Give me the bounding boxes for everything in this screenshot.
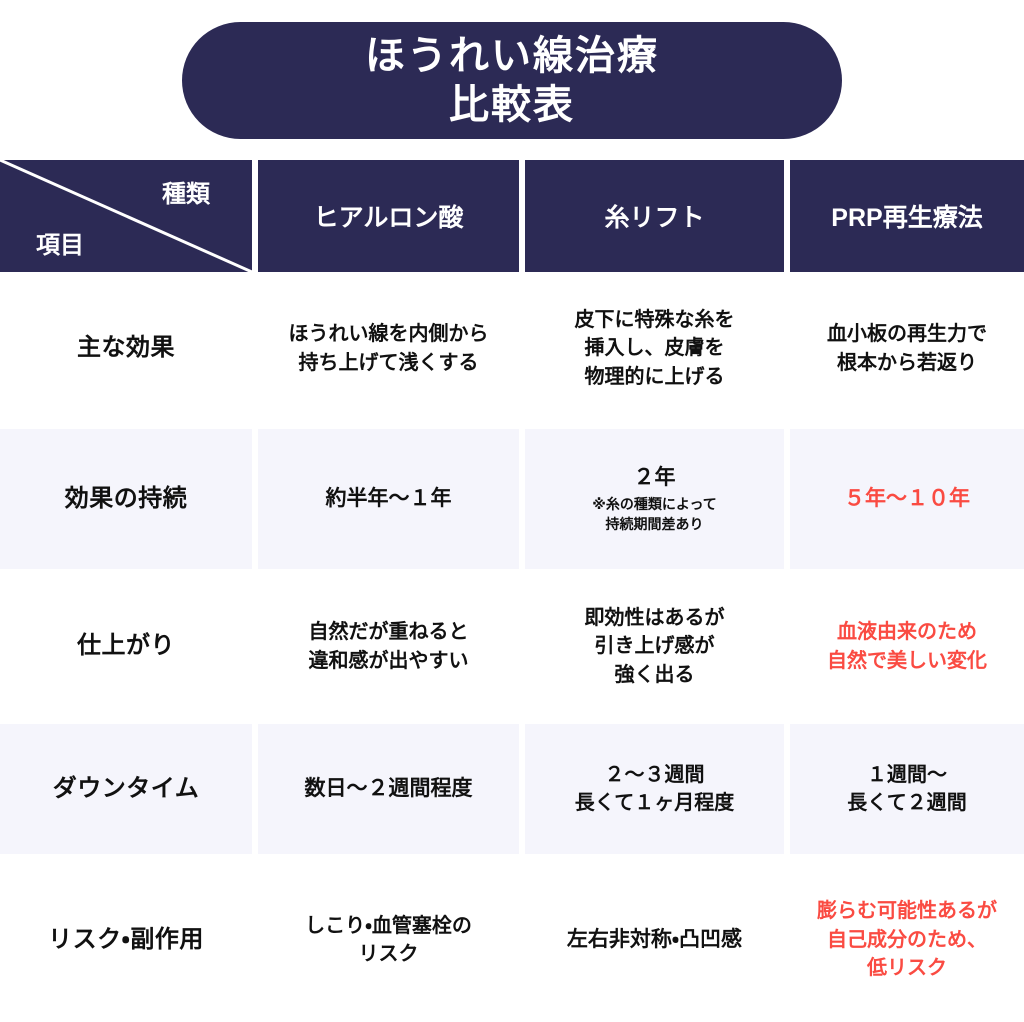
comparison-table: 種類 項目 ヒアルロン酸 糸リフト PRP再生療法 主な効果ほうれい線を内側から… — [0, 160, 1024, 1022]
cell-r5-c3: 膨らむ可能性あるが自己成分のため、低リスク — [790, 858, 1024, 1022]
cell-r2-c2: ２年 ※糸の種類によって持続期間差あり — [525, 429, 790, 573]
header-col-prp: PRP再生療法 — [790, 160, 1024, 272]
cell-r1-c2: 皮下に特殊な糸を挿入し、皮膚を物理的に上げる — [525, 272, 790, 429]
cell-r2-c3: ５年〜１０年 — [790, 429, 1024, 573]
cell-r4-c2: ２〜３週間長くて１ヶ月程度 — [525, 724, 790, 858]
table-row: リスク・副作用しこり・血管塞栓のリスク 左右非対称・凸凹感 膨らむ可能性あるが自己成… — [0, 858, 1024, 1022]
cell-r4-c1: 数日〜２週間程度 — [258, 724, 525, 858]
cell-r3-c1: 自然だが重ねると違和感が出やすい — [258, 573, 525, 724]
cell-text: 皮下に特殊な糸を挿入し、皮膚を物理的に上げる — [574, 308, 735, 388]
cell-text: 膨らむ可能性あるが自己成分のため、低リスク — [817, 900, 997, 980]
title-pill: ほうれい線治療 比較表 — [182, 22, 842, 139]
cell-text: 自然だが重ねると違和感が出やすい — [308, 621, 469, 672]
row-label-2: 効果の持続 — [0, 429, 258, 573]
cell-text: 左右非対称・凸凹感 — [566, 928, 743, 952]
table-body: 主な効果ほうれい線を内側から持ち上げて浅くする 皮下に特殊な糸を挿入し、皮膚を物理… — [0, 272, 1024, 1022]
cell-r1-c1: ほうれい線を内側から持ち上げて浅くする — [258, 272, 525, 429]
cell-r5-c2: 左右非対称・凸凹感 — [525, 858, 790, 1022]
row-label-5: リスク・副作用 — [0, 858, 258, 1022]
table-row: 仕上がり自然だが重ねると違和感が出やすい 即効性はあるが引き上げ感が強く出る 血液由… — [0, 573, 1024, 724]
cell-text: ２年 — [633, 466, 676, 490]
header-col-thread-lift: 糸リフト — [525, 160, 790, 272]
row-label-4: ダウンタイム — [0, 724, 258, 858]
cell-text: ５年〜１０年 — [844, 487, 970, 511]
cell-r3-c3: 血液由来のため自然で美しい変化 — [790, 573, 1024, 724]
table-row: ダウンタイム 数日〜２週間程度 ２〜３週間長くて１ヶ月程度 １週間〜長くて２週間 — [0, 724, 1024, 858]
header-row: 種類 項目 ヒアルロン酸 糸リフト PRP再生療法 — [0, 160, 1024, 272]
cell-r1-c3: 血小板の再生力で根本から若返り — [790, 272, 1024, 429]
row-label-3: 仕上がり — [0, 573, 258, 724]
cell-note: ※糸の種類によって持続期間差あり — [592, 496, 717, 532]
row-label-1: 主な効果 — [0, 272, 258, 429]
cell-text: 血小板の再生力で根本から若返り — [827, 323, 987, 374]
title-line-1: ほうれい線治療 — [365, 33, 659, 78]
cell-text: 数日〜２週間程度 — [304, 777, 473, 801]
header-item-label: 項目 — [36, 232, 84, 259]
cell-r3-c2: 即効性はあるが引き上げ感が強く出る — [525, 573, 790, 724]
cell-text: しこり・血管塞栓のリスク — [305, 914, 472, 965]
cell-text: ２〜３週間長くて１ヶ月程度 — [574, 763, 735, 814]
table-header: 種類 項目 ヒアルロン酸 糸リフト PRP再生療法 — [0, 160, 1024, 272]
cell-text: 約半年〜１年 — [325, 487, 452, 511]
cell-r5-c1: しこり・血管塞栓のリスク — [258, 858, 525, 1022]
corner-diagonal-wrap — [0, 160, 252, 272]
table-row: 効果の持続 約半年〜１年 ２年 ※糸の種類によって持続期間差あり ５年〜１０年 — [0, 429, 1024, 573]
cell-text: １週間〜長くて２週間 — [847, 763, 967, 814]
cell-text: 即効性はあるが引き上げ感が強く出る — [584, 606, 725, 686]
title-line-2: 比較表 — [449, 82, 575, 127]
cell-r4-c3: １週間〜長くて２週間 — [790, 724, 1024, 858]
header-corner-cell: 種類 項目 — [0, 160, 258, 272]
cell-text: ほうれい線を内側から持ち上げて浅くする — [288, 323, 489, 374]
diagonal-divider-icon — [0, 160, 252, 272]
table-row: 主な効果ほうれい線を内側から持ち上げて浅くする 皮下に特殊な糸を挿入し、皮膚を物理… — [0, 272, 1024, 429]
cell-r2-c1: 約半年〜１年 — [258, 429, 525, 573]
title-banner: ほうれい線治療 比較表 — [0, 0, 1024, 160]
cell-text: 血液由来のため自然で美しい変化 — [827, 621, 987, 672]
header-col-hyaluronic: ヒアルロン酸 — [258, 160, 525, 272]
header-kind-label: 種類 — [162, 181, 210, 208]
